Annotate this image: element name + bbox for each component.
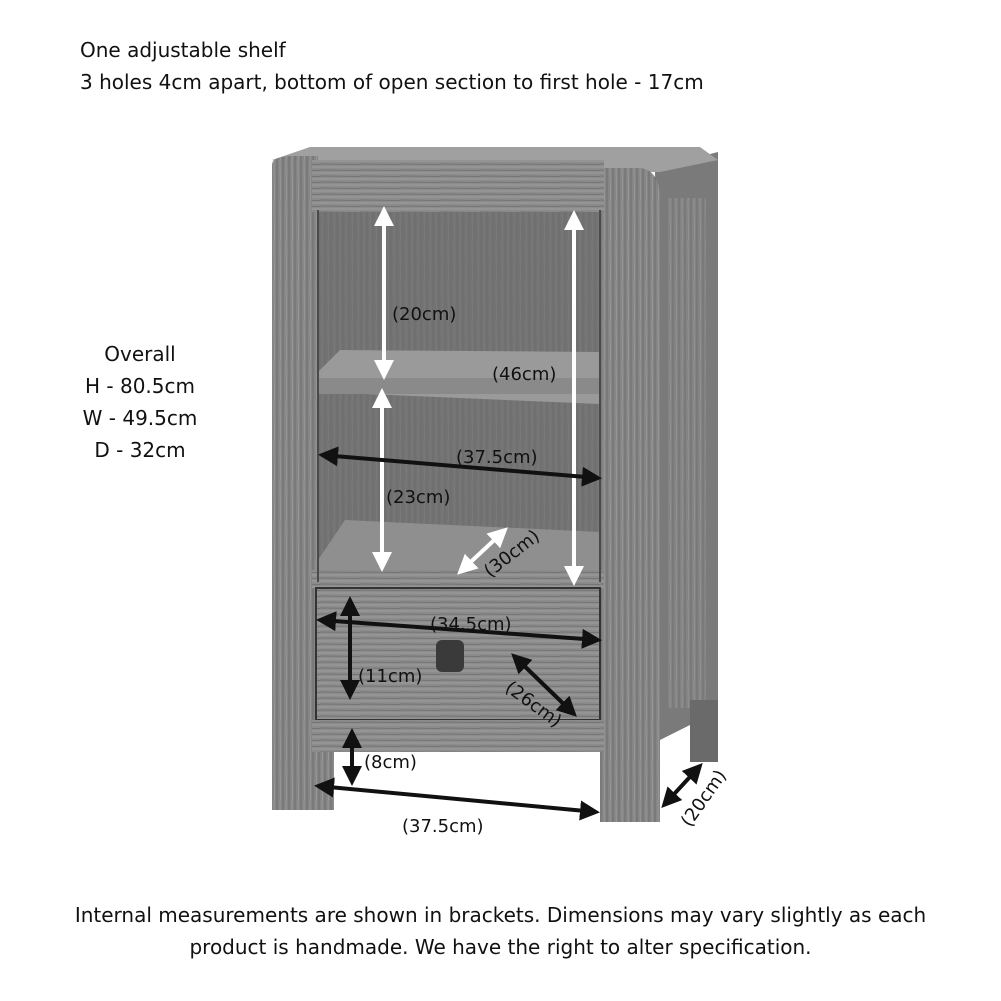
- arrow-drawer-depth: [511, 653, 577, 717]
- note-adjustable-shelf: One adjustable shelf: [80, 38, 286, 62]
- footer-disclaimer: Internal measurements are shown in brack…: [0, 899, 1001, 963]
- right-upright: [600, 168, 660, 822]
- overall-width: W - 49.5cm: [82, 406, 198, 430]
- arrow-base-width: [314, 777, 600, 821]
- label-base-depth: (20cm): [677, 766, 731, 831]
- note-shelf-holes: 3 holes 4cm apart, bottom of open sectio…: [80, 70, 704, 94]
- label-drawer-height: (11cm): [358, 666, 422, 687]
- arrow-shelf-depth: [457, 527, 508, 575]
- drawer-knob: [436, 640, 464, 672]
- back-leg: [690, 700, 718, 762]
- drawer-top-rail: [312, 570, 604, 588]
- label-base-width: (37.5cm): [402, 816, 484, 837]
- disclaimer-line-2: product is handmade. We have the right t…: [189, 935, 812, 959]
- label-open-section-height: (46cm): [492, 364, 556, 385]
- front-right-leg: [600, 752, 660, 822]
- overall-height: H - 80.5cm: [85, 374, 195, 398]
- arrow-drawer-width: [316, 611, 602, 649]
- left-upright: [272, 155, 318, 811]
- dimension-arrows: [314, 206, 703, 821]
- side-panel-inset: [668, 198, 706, 708]
- label-upper-shelf-height: (20cm): [392, 304, 456, 325]
- top-rail: [312, 160, 604, 212]
- arrow-internal-width: [318, 446, 602, 487]
- disclaimer-line-1: Internal measurements are shown in brack…: [74, 903, 927, 927]
- label-internal-width: (37.5cm): [456, 447, 538, 468]
- bookcase-illustration: [272, 147, 718, 822]
- label-drawer-width: (34.5cm): [430, 614, 512, 635]
- front-left-leg: [272, 752, 334, 810]
- overall-depth: D - 32cm: [94, 438, 186, 462]
- label-lower-shelf-height: (23cm): [386, 487, 450, 508]
- overall-dimensions: Overall H - 80.5cm W - 49.5cm D - 32cm: [60, 338, 220, 466]
- arrow-base-depth: [661, 763, 703, 808]
- shelf-notes: One adjustable shelf 3 holes 4cm apart, …: [80, 34, 704, 98]
- label-leg-height: (8cm): [364, 752, 417, 773]
- bottom-rail: [312, 720, 604, 752]
- overall-title: Overall: [104, 342, 176, 366]
